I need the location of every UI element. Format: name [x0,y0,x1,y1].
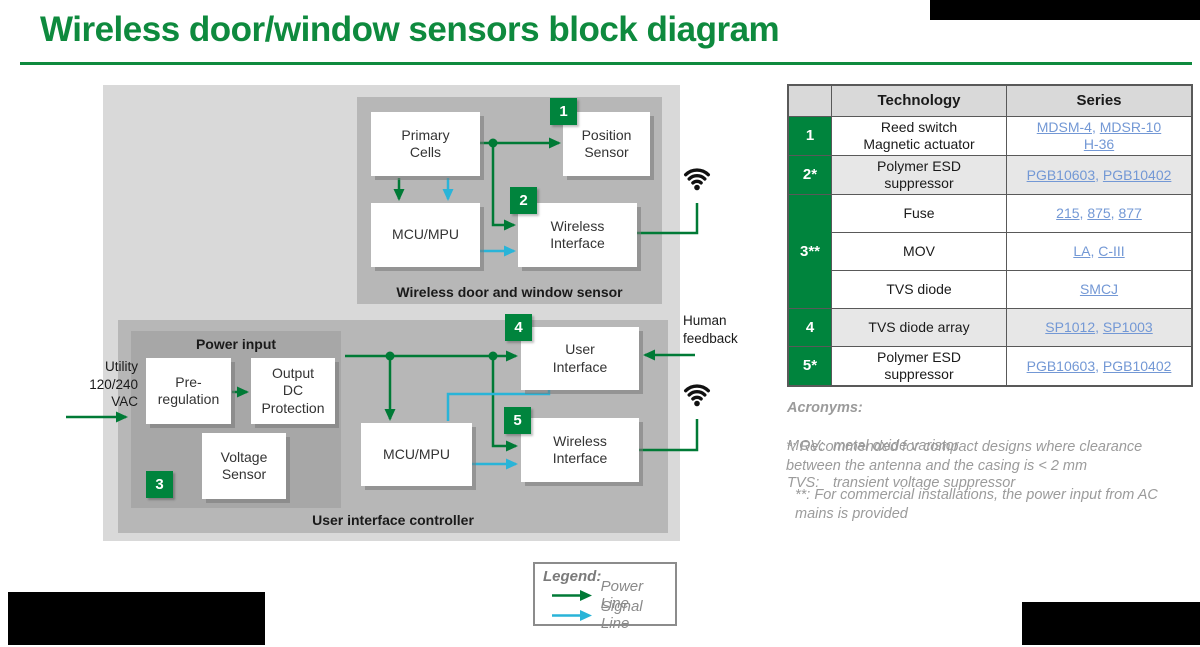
series-link[interactable]: PGB10402 [1102,166,1172,183]
table-header-technology: Technology [831,84,1007,117]
technology-cell: TVS diode [831,270,1007,310]
badge-1: 1 [550,98,577,125]
block-primary-cells: Primary Cells [371,112,480,176]
series-cell: SP1012, SP1003 [1006,308,1193,348]
series-cell: 215, 875, 877 [1006,194,1193,234]
row-number-cell: 1 [787,115,832,157]
series-link[interactable]: MDSR-10 [1099,119,1162,135]
uic-section-label: User interface controller [312,512,474,528]
block-output-dc-protection: Output DC Protection [251,358,335,424]
wifi-icon-sensor [684,168,710,191]
series-link[interactable]: H-36 [1083,136,1115,153]
badge-3: 3 [146,471,173,498]
technology-cell: Fuse [831,194,1007,234]
acronym-definition: transient voltage suppressor [833,475,1016,492]
legend-item-power: Power Line [543,578,675,612]
table-header-series: Series [1006,84,1193,117]
legend-label-power: Power Line [600,578,644,612]
redacted-box-bottom-left [8,592,265,645]
block-wireless-interface-top: Wireless Interface [518,203,637,267]
badge-4: 4 [505,314,532,341]
row-number-cell: 3** [787,194,832,310]
technology-cell: Polymer ESD suppressor [831,346,1007,387]
series-cell: PGB10603, PGB10402 [1006,155,1193,196]
block-user-interface: User Interface [521,327,639,390]
acronym-term: MOV: [787,437,824,454]
series-cell: PGB10603, PGB10402 [1006,346,1193,387]
human-feedback-label: Human feedback [683,313,738,346]
wifi-icon-uic [684,384,710,407]
row-number-cell: 2* [787,155,832,196]
block-position-sensor: Position Sensor [563,112,650,176]
block-wireless-interface-bottom: Wireless Interface [521,418,639,482]
footnote-double-asterisk: **: For commercial installations, the po… [795,487,1158,522]
redacted-box-bottom-right [1022,602,1200,645]
technology-cell: Reed switch Magnetic actuator [831,115,1007,157]
title-divider [20,62,1192,65]
series-link[interactable]: SP1003 [1102,319,1153,336]
series-link[interactable]: MDSM-4 [1036,119,1092,135]
block-mcu-bottom: MCU/MPU [361,423,472,486]
series-link[interactable]: PGB10603 [1026,357,1096,374]
badge-5: 5 [504,407,531,434]
series-link[interactable]: PGB10402 [1102,357,1172,374]
page-title: Wireless door/window sensors block diagr… [40,10,780,49]
footnote-single-asterisk: *: Recommended for compact designs where… [786,439,1143,474]
acronym-row: MOV: metal oxide varistor [787,437,1197,456]
acronym-definition: metal oxide varistor [833,437,959,454]
block-mcu-top: MCU/MPU [371,203,480,267]
acronym-term: TVS: [787,475,820,492]
row-number-cell: 5* [787,346,832,387]
redacted-box-top-right [930,0,1200,20]
legend-box: Legend: Power Line Signal Line [533,562,677,632]
legend-label-signal: Signal Line [600,598,643,632]
technology-cell: TVS diode array [831,308,1007,348]
series-cell: LA, C-III [1006,232,1193,272]
row-number-cell: 4 [787,308,832,348]
utility-label: Utility 120/240 VAC [89,359,138,410]
series-link[interactable]: PGB10603 [1026,166,1096,183]
series-link[interactable]: SP1012 [1045,319,1096,336]
sensor-section-label: Wireless door and window sensor [396,284,623,300]
table-header-number [787,84,832,117]
series-link[interactable]: 877 [1118,205,1142,222]
power-input-label: Power input [195,336,277,352]
acronym-row: TVS: transient voltage suppressor [787,474,1197,493]
badge-2: 2 [510,187,537,214]
series-link[interactable]: LA [1073,243,1091,260]
block-pre-regulation: Pre- regulation [146,358,231,424]
legend-item-signal: Signal Line [543,598,675,632]
series-link[interactable]: C-III [1098,243,1125,260]
signal-line-arrow-icon [552,609,592,621]
series-link[interactable]: 875 [1087,205,1111,222]
power-line-arrow-icon [552,589,592,601]
acronyms-block: Acronyms: MOV: metal oxide varistor TVS:… [787,380,1197,512]
block-voltage-sensor: Voltage Sensor [202,433,286,499]
table-row: TVS diode SMCJ [788,270,1193,310]
series-link[interactable]: 215 [1056,205,1080,222]
series-link[interactable]: SMCJ [1079,281,1119,298]
legend-title: Legend: [543,568,602,585]
acronyms-title: Acronyms: [787,399,863,416]
technology-cell: Polymer ESD suppressor [831,155,1007,196]
series-cell: SMCJ [1006,270,1193,310]
technology-cell: MOV [831,232,1007,272]
